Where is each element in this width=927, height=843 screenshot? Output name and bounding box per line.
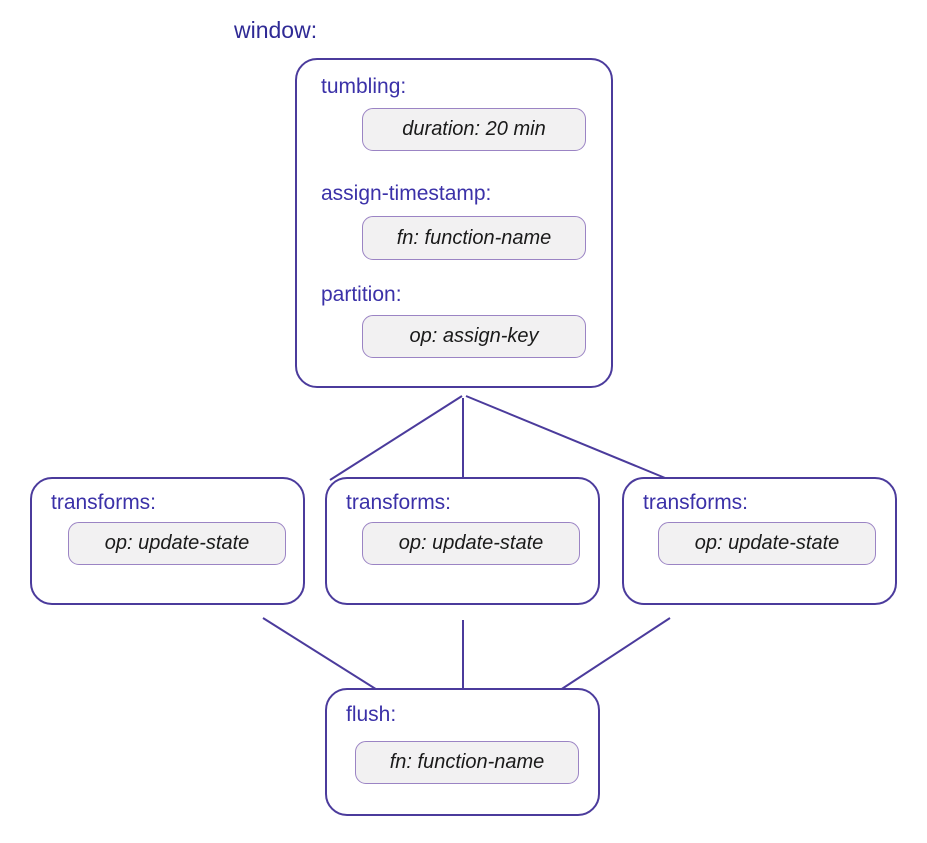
window-field-assign-timestamp-fn-text: fn: function-name (396, 226, 552, 249)
transforms-middle-field-op[interactable]: op: update-state (362, 522, 580, 565)
transforms-left-label: transforms: (51, 491, 157, 514)
transforms-right-field-op[interactable]: op: update-state (658, 522, 876, 565)
window-field-assign-timestamp-fn[interactable]: fn: function-name (362, 216, 586, 260)
window-field-tumbling-duration[interactable]: duration: 20 min (362, 108, 586, 151)
window-field-partition-op-text: op: assign-key (409, 325, 539, 347)
window-section-label-assign-timestamp: assign-timestamp: (321, 182, 492, 205)
edge-window-to-transforms-right (465, 395, 671, 481)
window-field-tumbling-duration-text: duration: 20 min (402, 118, 546, 140)
edge-transforms-right-to-flush (547, 617, 671, 699)
window-section-label-tumbling: tumbling: (321, 75, 407, 98)
edge-window-to-transforms-left (329, 395, 463, 481)
transforms-left-field-op-text: op: update-state (104, 532, 250, 554)
flush-field-fn-text: fn: function-name (389, 751, 545, 773)
window-field-partition-op[interactable]: op: assign-key (362, 315, 586, 358)
edge-transforms-left-to-flush (262, 617, 391, 699)
flush-field-fn[interactable]: fn: function-name (355, 741, 579, 784)
transforms-right-field-op-text: op: update-state (694, 532, 840, 554)
transforms-middle-label: transforms: (346, 491, 452, 514)
transforms-right-label: transforms: (643, 491, 749, 514)
window-section-label-partition: partition: (321, 283, 402, 306)
root-label: window: (234, 17, 318, 43)
transforms-middle-field-op-text: op: update-state (398, 532, 544, 554)
flush-label: flush: (346, 703, 397, 726)
transforms-left-field-op[interactable]: op: update-state (68, 522, 286, 565)
